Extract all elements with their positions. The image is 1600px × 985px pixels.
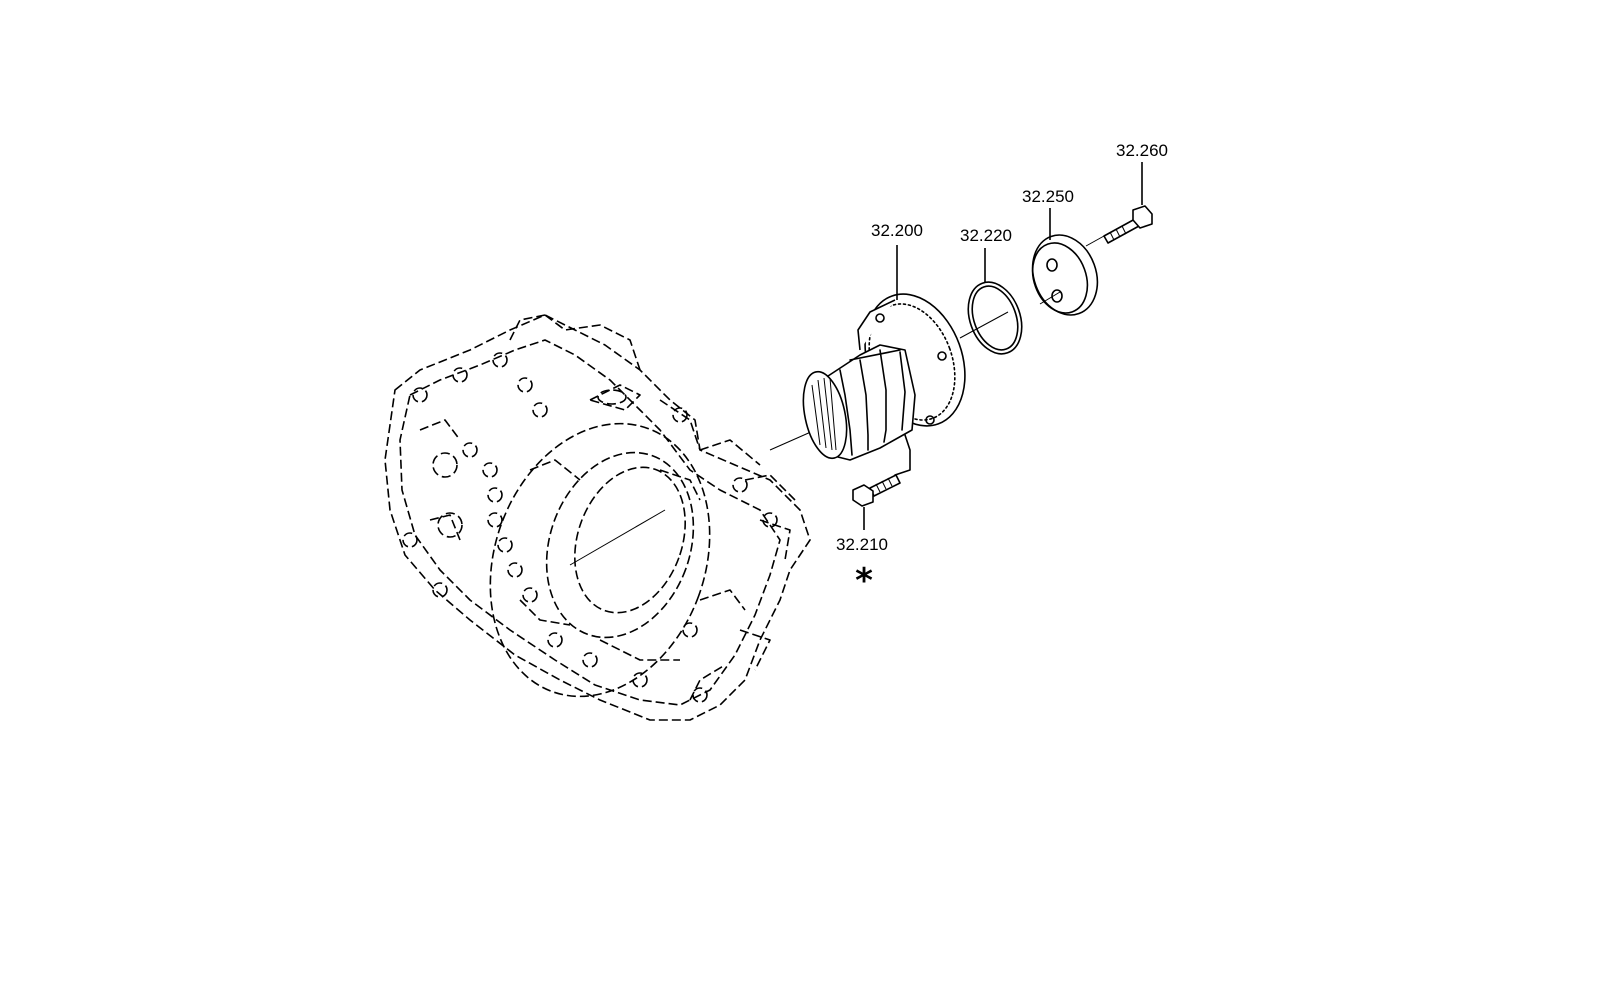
screw-upper-part [1103,205,1153,244]
part-label-32-250: 32.250 [1022,187,1074,206]
axis-line-housing [569,509,666,566]
cover-disc-part [1031,234,1099,316]
o-ring-part [967,281,1023,355]
transmission-housing [384,314,811,721]
part-label-32-220: 32.220 [960,226,1012,245]
axis-line-cover [1039,291,1061,305]
axis-line-oring [959,311,1009,339]
note-asterisk: * [855,561,873,601]
axis-line-screw [1085,235,1105,247]
part-label-32-210: 32.210 [836,535,888,554]
part-label-32-260: 32.260 [1116,141,1168,160]
part-label-32-200: 32.200 [871,221,923,240]
flange-part [802,293,966,476]
screw-lower-part [852,474,901,507]
